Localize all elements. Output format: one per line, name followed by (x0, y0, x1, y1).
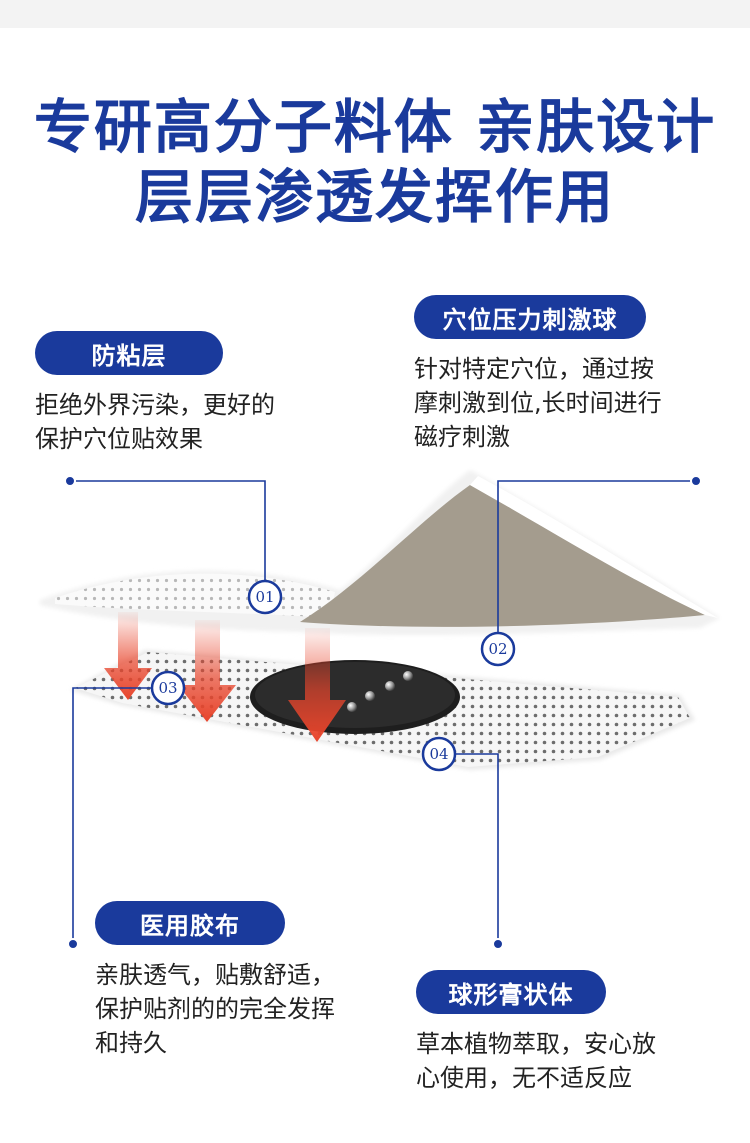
badge-01-label: 01 (255, 588, 274, 606)
badge-03: 03 (150, 670, 186, 706)
badge-04: 04 (421, 736, 457, 772)
release-film-layer (40, 470, 720, 636)
top-strip (0, 0, 750, 28)
label-anti-stick-layer: 防粘层 (35, 331, 223, 375)
desc-line: 针对特定穴位，通过按 (414, 355, 654, 383)
desc-anti-stick-layer: 拒绝外界污染，更好的 保护穴位贴效果 (35, 388, 275, 456)
penetration-arrows (104, 612, 346, 742)
desc-line: 心使用，无不适反应 (416, 1064, 632, 1092)
label-medical-tape: 医用胶布 (95, 901, 285, 945)
badge-02-label: 02 (488, 640, 507, 658)
headline-line-1: 专研高分子料体 亲肤设计 (33, 93, 717, 161)
label-ointment: 球形膏状体 (416, 970, 606, 1014)
badge-01: 01 (247, 579, 283, 615)
desc-line: 保护贴剂的的完全发挥 (95, 995, 335, 1023)
desc-line: 亲肤透气，贴敷舒适， (95, 961, 335, 989)
desc-line: 保护穴位贴效果 (35, 425, 203, 453)
desc-line: 拒绝外界污染，更好的 (35, 391, 275, 419)
desc-line: 和持久 (95, 1029, 167, 1057)
leader-endpoint-dots (64, 475, 702, 950)
desc-line: 草本植物萃取，安心放 (416, 1030, 656, 1058)
badge-03-label: 03 (158, 679, 177, 697)
badge-02: 02 (480, 631, 516, 667)
desc-medical-tape: 亲肤透气，贴敷舒适， 保护贴剂的的完全发挥 和持久 (95, 958, 335, 1060)
leader-lines (70, 480, 696, 944)
desc-line: 磁疗刺激 (414, 423, 510, 451)
label-pressure-ball: 穴位压力刺激球 (414, 295, 646, 339)
badge-04-label: 04 (429, 745, 448, 763)
desc-pressure-ball: 针对特定穴位，通过按 摩刺激到位,长时间进行 磁疗刺激 (414, 352, 662, 454)
desc-line: 摩刺激到位,长时间进行 (414, 389, 662, 417)
desc-ointment: 草本植物萃取，安心放 心使用，无不适反应 (416, 1027, 656, 1095)
headline-line-2: 层层渗透发挥作用 (134, 163, 615, 231)
ointment-disc (250, 660, 460, 734)
